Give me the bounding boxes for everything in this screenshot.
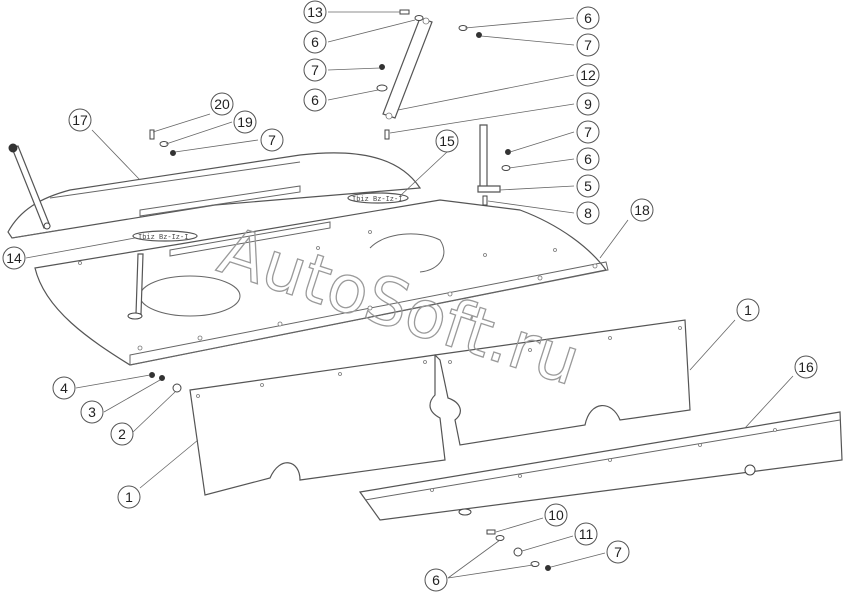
callout-19: 19 (233, 110, 257, 134)
support-rod-left (8, 143, 51, 230)
callout-11: 11 (574, 522, 598, 546)
callout-1: 1 (736, 298, 760, 322)
callout-17: 17 (68, 108, 92, 132)
svg-text:7: 7 (614, 544, 622, 560)
callout-14: 14 (2, 246, 26, 270)
callout-7: 7 (606, 540, 630, 564)
svg-text:12: 12 (580, 67, 596, 83)
svg-text:10: 10 (548, 507, 564, 523)
callout-2: 2 (110, 422, 134, 446)
part-12-strut-bar (382, 17, 433, 120)
callout-3: 3 (80, 400, 104, 424)
callout-12: 12 (576, 63, 600, 87)
decal-15-text: Ibiz Bz-Iz-I (352, 196, 402, 204)
callout-5: 5 (576, 174, 600, 198)
svg-text:6: 6 (311, 92, 319, 108)
svg-text:3: 3 (88, 404, 96, 420)
svg-text:5: 5 (584, 178, 592, 194)
part-16-long-rail (358, 411, 843, 521)
svg-text:6: 6 (432, 572, 440, 588)
callout-6: 6 (303, 88, 327, 112)
callout-9: 9 (576, 92, 600, 116)
callout-4: 4 (52, 376, 76, 400)
support-rod-floor (127, 253, 144, 320)
svg-text:16: 16 (798, 359, 814, 375)
callout-7: 7 (303, 58, 327, 82)
svg-text:7: 7 (584, 124, 592, 140)
callout-18: 18 (630, 198, 654, 222)
svg-text:2: 2 (118, 426, 126, 442)
svg-text:7: 7 (311, 62, 319, 78)
callout-8: 8 (576, 201, 600, 225)
callout-13: 13 (303, 0, 327, 24)
part-18-floor-panel (34, 199, 609, 366)
svg-text:15: 15 (439, 133, 455, 149)
part-1-side-panel-right (433, 319, 691, 446)
callout-20: 20 (210, 92, 234, 116)
part-1-side-panel-left (189, 354, 446, 496)
svg-text:1: 1 (125, 489, 133, 505)
svg-text:6: 6 (584, 151, 592, 167)
callout-7: 7 (576, 120, 600, 144)
callout-1: 1 (117, 485, 141, 509)
svg-text:9: 9 (584, 96, 592, 112)
svg-text:14: 14 (6, 250, 22, 266)
svg-text:11: 11 (579, 526, 594, 542)
callout-6: 6 (424, 568, 448, 592)
callout-6: 6 (576, 147, 600, 171)
svg-text:19: 19 (237, 114, 253, 130)
fasteners (149, 9, 551, 571)
svg-text:6: 6 (584, 10, 592, 26)
decal-14: Ibiz Bz-Iz-I (132, 230, 198, 242)
callout-7: 7 (576, 33, 600, 57)
leader-lines (25, 11, 794, 579)
callout-16: 16 (794, 355, 818, 379)
decal-14-text: Ibiz Bz-Iz-I (138, 234, 188, 242)
callout-10: 10 (544, 503, 568, 527)
svg-text:6: 6 (311, 34, 319, 50)
svg-text:4: 4 (60, 380, 68, 396)
svg-text:1: 1 (744, 302, 752, 318)
svg-text:7: 7 (268, 132, 276, 148)
svg-text:20: 20 (214, 96, 230, 112)
callout-6: 6 (303, 30, 327, 54)
svg-text:13: 13 (307, 4, 323, 20)
decal-15: Ibiz Bz-Iz-I (347, 192, 409, 204)
svg-text:7: 7 (584, 37, 592, 53)
part-17-rear-shelf (7, 152, 422, 239)
callout-15: 15 (435, 129, 459, 153)
part-5-bracket (477, 124, 501, 193)
callouts: 13 6 7 6 6 7 12 9 20 17 19 7 15 7 6 5 8 … (2, 0, 818, 592)
svg-text:8: 8 (584, 205, 592, 221)
svg-text:18: 18 (634, 202, 650, 218)
callout-7: 7 (260, 128, 284, 152)
callout-6: 6 (576, 6, 600, 30)
svg-text:17: 17 (72, 112, 88, 128)
